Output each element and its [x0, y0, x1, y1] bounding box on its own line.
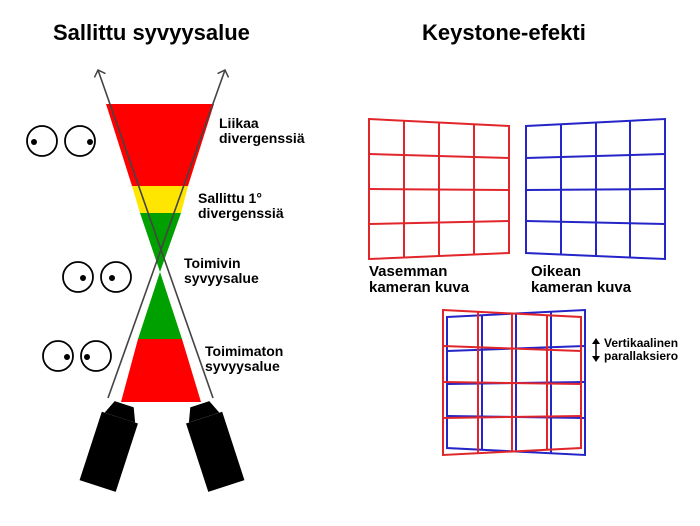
zone-working-lower: [138, 272, 182, 339]
zone-non-working: [121, 339, 201, 402]
label-vertical-parallax: Vertikaalinen parallaksiero: [604, 337, 678, 363]
vertical-parallax-arrow-icon: [592, 338, 600, 362]
label-working-range-line1: Toimivin: [184, 255, 241, 271]
label-left-camera-image: Vasemman kameran kuva: [369, 264, 469, 296]
label-non-working-range-line2: syvyysalue: [205, 358, 280, 374]
left-panel-title: Sallittu syvyysalue: [53, 20, 250, 45]
label-non-working-range-line1: Toimimaton: [205, 343, 284, 359]
right-sight-line: [107, 70, 225, 399]
label-excess-divergence-line1: Liikaa: [219, 115, 259, 131]
right-camera-grid: [525, 117, 666, 261]
label-allowed-divergence: Sallittu 1° divergenssiä: [198, 191, 284, 221]
left-camera-grid: [368, 117, 510, 261]
left-sight-line: [98, 70, 214, 399]
camera-sight-lines: [98, 70, 225, 399]
label-working-range-line2: syvyysalue: [184, 270, 259, 286]
depth-zones: [106, 104, 214, 402]
overlay-left-grid: [442, 308, 582, 457]
label-right-camera-line2: kameran kuva: [531, 279, 632, 296]
eyes-divergent-icon: [26, 125, 96, 157]
zone-excess-divergence: [106, 104, 214, 186]
label-right-camera-line1: Oikean: [531, 263, 582, 280]
label-working-range: Toimivin syvyysalue: [184, 256, 259, 286]
zone-working-upper: [140, 213, 181, 272]
label-excess-divergence-line2: divergenssiä: [219, 130, 305, 146]
label-left-camera-line1: Vasemman: [369, 263, 448, 280]
label-vertical-parallax-line1: Vertikaalinen: [604, 336, 679, 350]
label-vertical-parallax-line2: parallaksiero: [604, 349, 679, 363]
label-left-camera-line2: kameran kuva: [369, 279, 470, 296]
label-right-camera-image: Oikean kameran kuva: [531, 264, 631, 296]
label-excess-divergence: Liikaa divergenssiä: [219, 116, 305, 146]
right-camera-icon: [186, 401, 245, 492]
eyes-crossed-icon: [42, 340, 112, 372]
label-allowed-divergence-line2: divergenssiä: [198, 205, 284, 221]
label-allowed-divergence-line1: Sallittu 1°: [198, 190, 262, 206]
eyes-converged-icon: [62, 261, 132, 293]
left-camera-icon: [79, 401, 138, 492]
right-panel-title: Keystone-efekti: [422, 20, 586, 45]
label-non-working-range: Toimimaton syvyysalue: [205, 344, 283, 374]
